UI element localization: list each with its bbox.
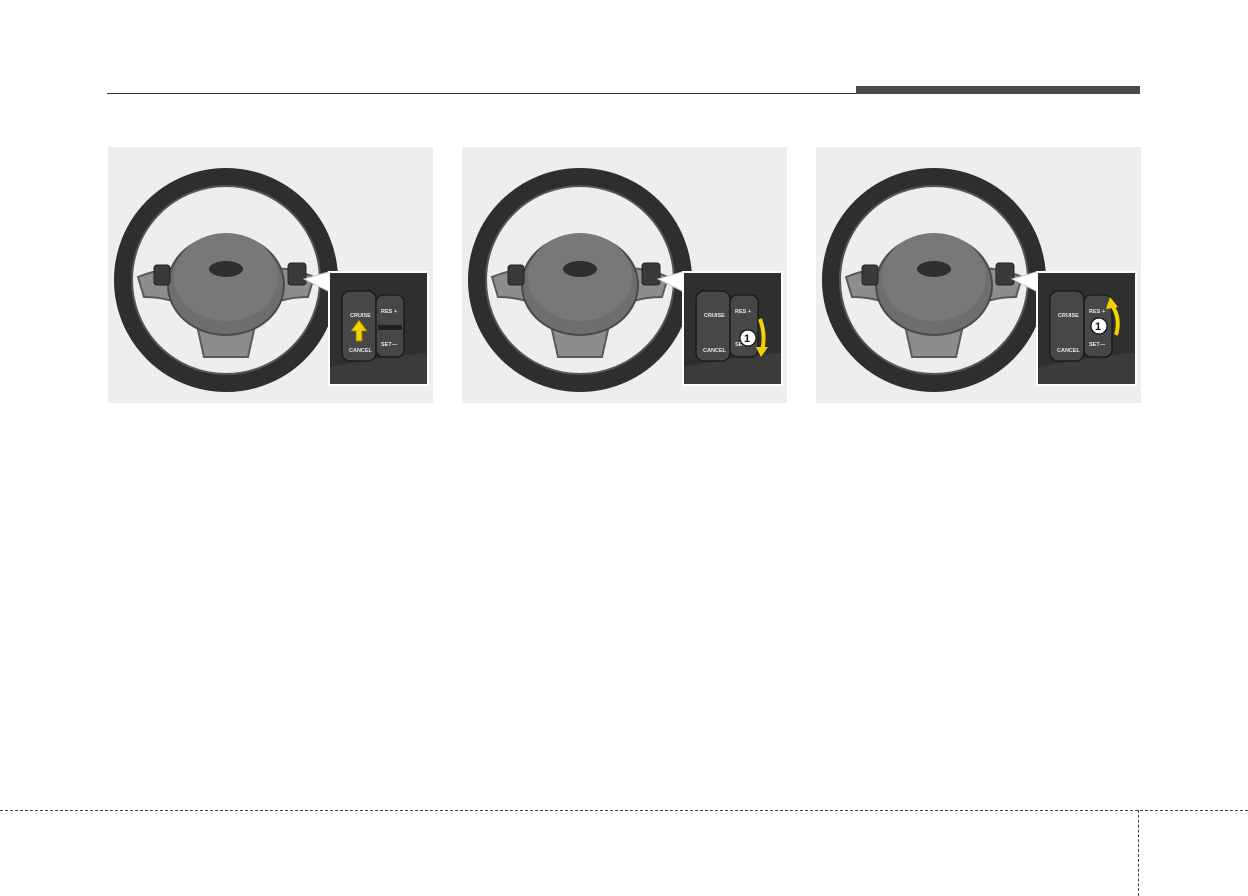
res-label: RES bbox=[735, 309, 747, 315]
minus-glyph: — bbox=[392, 342, 398, 348]
plus-glyph: + bbox=[1102, 309, 1105, 315]
control-closeup-inset: CRUISE CANCEL RES + SET — 1 bbox=[1036, 271, 1137, 386]
step-number-badge bbox=[739, 329, 757, 347]
cruise-label: CRUISE bbox=[350, 313, 371, 319]
set-label: SET bbox=[1089, 342, 1100, 348]
set-label: SET bbox=[381, 342, 392, 348]
steering-wheel-figure-set: CRUISE CANCEL RES + SET — 1 bbox=[462, 147, 787, 403]
steering-wheel-figure-resume: CRUISE CANCEL RES + SET — 1 bbox=[816, 147, 1141, 403]
up-arrow-icon bbox=[350, 319, 368, 342]
plus-glyph: + bbox=[748, 309, 751, 315]
steering-wheel-illustration: CRUISE CANCEL RES + SET — bbox=[108, 147, 433, 403]
footer-vertical-dashed-rule bbox=[1138, 810, 1139, 896]
control-closeup-inset: CRUISE CANCEL RES + SET — bbox=[328, 271, 429, 386]
steering-wheel-figure-cancel: CRUISE CANCEL RES + SET — bbox=[108, 147, 433, 403]
step-number: 1 bbox=[744, 333, 750, 345]
control-closeup-inset: CRUISE CANCEL RES + SET — 1 bbox=[682, 271, 783, 386]
res-label: RES bbox=[1089, 309, 1101, 315]
cruise-label: CRUISE bbox=[1058, 313, 1079, 319]
brand-emblem bbox=[563, 261, 597, 277]
cancel-label: CANCEL bbox=[349, 348, 373, 354]
footer-dashed-rule bbox=[0, 810, 1248, 811]
header-rule bbox=[107, 93, 857, 94]
res-label: RES bbox=[381, 309, 393, 315]
brand-emblem bbox=[209, 261, 243, 277]
set-label: SET bbox=[735, 342, 746, 348]
steering-wheel-illustration: CRUISE CANCEL RES + SET — 1 bbox=[816, 147, 1141, 403]
minus-glyph: — bbox=[1100, 342, 1106, 348]
cruise-label: CRUISE bbox=[704, 313, 725, 319]
steering-wheel-illustration: CRUISE CANCEL RES + SET — 1 bbox=[462, 147, 787, 403]
step-number-badge bbox=[1090, 317, 1108, 335]
cancel-label: CANCEL bbox=[703, 348, 727, 354]
cancel-label: CANCEL bbox=[1057, 348, 1081, 354]
plus-glyph: + bbox=[394, 309, 397, 315]
brand-emblem bbox=[917, 261, 951, 277]
step-number: 1 bbox=[1095, 321, 1101, 333]
header-section-bar bbox=[856, 86, 1140, 94]
